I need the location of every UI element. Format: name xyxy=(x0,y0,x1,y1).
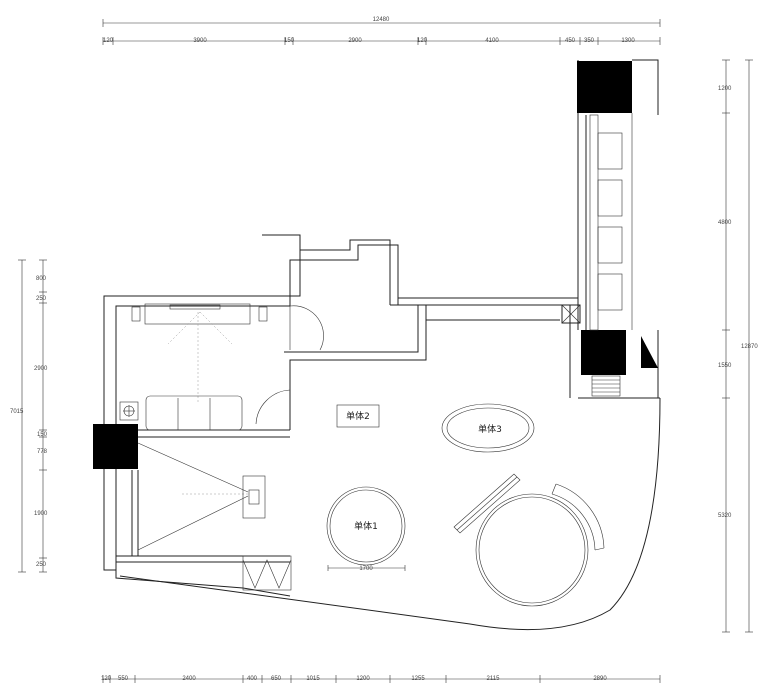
walls xyxy=(103,59,661,631)
bottom-dim-9: 2115 xyxy=(487,676,501,682)
top-segment-dimensions: 120 3900 150 2900 120 4100 450 350 1300 xyxy=(102,37,661,45)
left-dim-6: 1900 xyxy=(34,511,48,517)
top-dim-5: 120 xyxy=(417,38,428,44)
top-dim-1: 120 xyxy=(103,38,114,44)
bed-area xyxy=(137,442,266,551)
top-overall-dimension: 12480 xyxy=(102,17,661,27)
left-dimensions: 7015 800 250 2900 150 778 1900 250 xyxy=(10,259,48,573)
unit2-label: 单体2 xyxy=(346,410,370,422)
top-dim-3: 150 xyxy=(284,38,295,44)
unit-3: 单体3 xyxy=(441,403,535,453)
stairs-right xyxy=(591,375,621,397)
sofa xyxy=(119,395,243,431)
top-dim-2: 3900 xyxy=(193,38,207,44)
unit1-label: 单体1 xyxy=(354,520,378,532)
column-wedge xyxy=(641,336,658,368)
left-dim-5: 778 xyxy=(37,449,48,455)
column-left xyxy=(93,424,138,469)
left-dim-2: 250 xyxy=(36,296,47,302)
corridor-seats xyxy=(589,113,633,331)
stairs-bottom xyxy=(242,555,292,591)
bottom-dim-4: 400 xyxy=(247,676,258,682)
top-dim-6: 4100 xyxy=(485,38,499,44)
left-dim-3: 2900 xyxy=(34,366,48,372)
bottom-segment-dimensions: 120 550 2400 400 650 1015 1200 1255 2115… xyxy=(101,675,661,683)
left-overall-dim-text: 7015 xyxy=(10,409,24,415)
top-dim-7: 450 xyxy=(565,38,576,44)
bottom-dim-2: 550 xyxy=(118,676,129,682)
right-dim-1: 1200 xyxy=(718,86,732,92)
bottom-dim-7: 1200 xyxy=(356,676,370,682)
bottom-dim-3: 2400 xyxy=(182,676,196,682)
top-dim-9: 1300 xyxy=(621,38,635,44)
bench xyxy=(453,473,521,534)
tv-cabinet xyxy=(131,303,268,404)
top-dim-4: 2900 xyxy=(348,38,362,44)
structural-columns xyxy=(93,61,658,469)
left-dim-7: 250 xyxy=(36,562,47,568)
bottom-dim-1: 120 xyxy=(101,676,112,682)
right-dim-2: 4800 xyxy=(718,220,732,226)
bottom-dim-6: 1015 xyxy=(306,676,320,682)
unit3-label: 单体3 xyxy=(478,423,502,435)
left-dim-4: 150 xyxy=(37,432,48,438)
left-dim-1: 800 xyxy=(36,276,47,282)
top-overall-dim-text: 12480 xyxy=(373,17,390,23)
round-table xyxy=(475,483,605,607)
right-dimensions: 1200 4800 1550 5320 12870 xyxy=(718,59,758,633)
column-top-right xyxy=(577,61,632,113)
top-dim-8: 350 xyxy=(584,38,595,44)
bottom-dim-5: 650 xyxy=(271,676,282,682)
bottom-dim-8: 1255 xyxy=(411,676,425,682)
scale-dim-text: 1700 xyxy=(359,566,373,572)
right-overall-dim-text: 12870 xyxy=(741,344,758,350)
bottom-dim-10: 2890 xyxy=(593,676,607,682)
right-dim-3: 1550 xyxy=(718,363,732,369)
unit-1: 单体1 1700 xyxy=(326,486,406,572)
column-mid-right xyxy=(581,330,626,375)
unit-2: 单体2 xyxy=(336,404,380,428)
right-dim-4: 5320 xyxy=(718,513,732,519)
doors xyxy=(255,305,324,425)
